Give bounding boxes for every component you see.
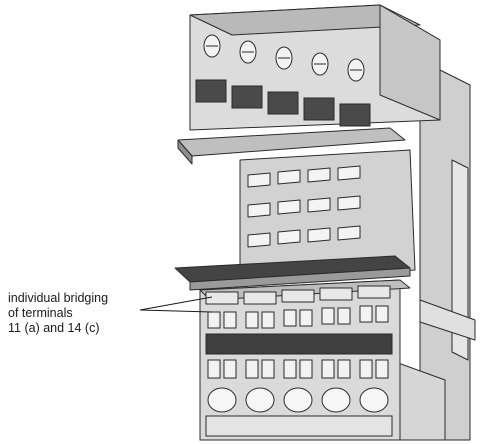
callout-leaders (139, 296, 213, 313)
bottom-screw-rows (205, 305, 393, 379)
screw-icon (283, 359, 313, 379)
screw-icon (275, 46, 293, 70)
screw-icon (321, 307, 351, 325)
screw-icon (321, 359, 351, 379)
lower-bridge-bar (174, 255, 411, 291)
callout-label: individual bridging of terminals 11 (a) … (8, 291, 108, 336)
screw-icon (283, 309, 313, 327)
callout-line-3: 11 (a) and 14 (c) (8, 321, 100, 335)
screw-icon (245, 311, 275, 329)
screw-icon (207, 311, 237, 329)
screw-icon (311, 52, 329, 76)
callout-line-1: individual bridging (8, 291, 109, 305)
screw-icon (203, 34, 221, 58)
din-rail-housing (389, 59, 476, 441)
screw-icon (245, 359, 275, 379)
top-screw-row (195, 34, 371, 127)
screw-icon (239, 40, 257, 64)
top-bridge-bar (177, 127, 406, 165)
relay-socket-column (239, 149, 416, 281)
wire-entry-holes (205, 387, 393, 437)
screw-icon (207, 359, 237, 379)
callout-line-2: of terminals (8, 306, 73, 320)
screw-icon (359, 305, 389, 323)
screw-icon (359, 359, 389, 379)
screw-icon (347, 58, 365, 82)
